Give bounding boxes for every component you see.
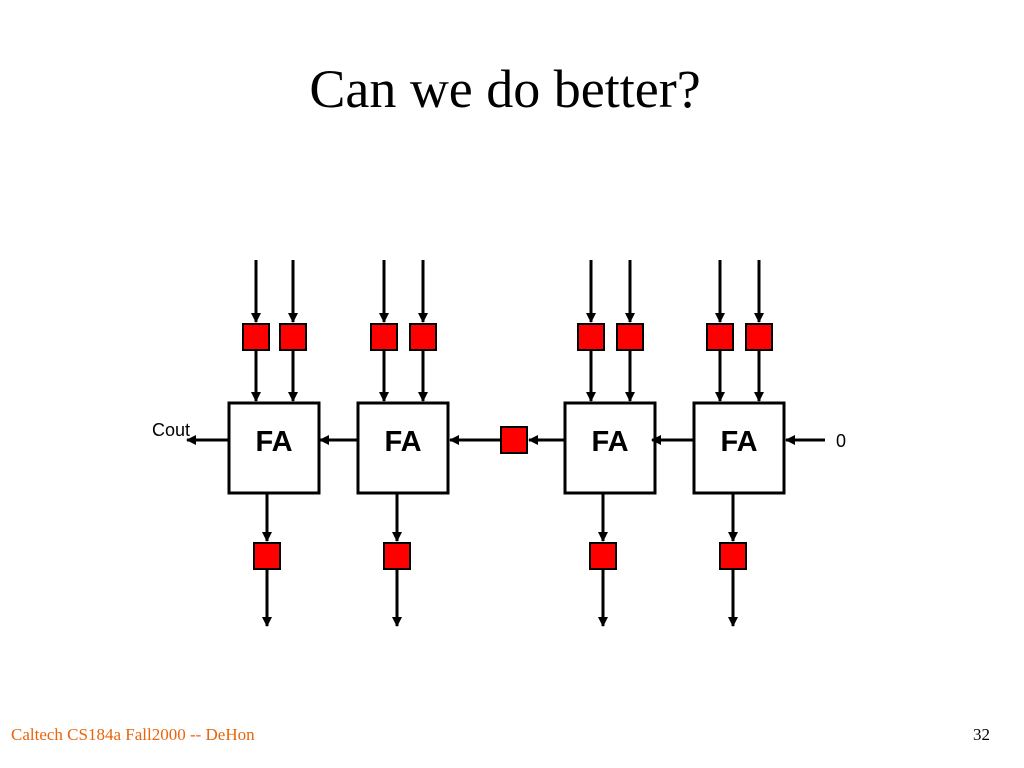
full-adder-box xyxy=(356,401,450,495)
full-adder-label: FA xyxy=(720,426,757,458)
slide-title: Can we do better? xyxy=(309,59,701,119)
full-adder-box xyxy=(692,401,786,495)
output-register xyxy=(253,542,281,570)
carry-register xyxy=(500,426,528,454)
input-register xyxy=(616,323,644,351)
slide-number: 32 xyxy=(973,725,990,744)
carry-in-label: 0 xyxy=(836,431,846,451)
output-register xyxy=(719,542,747,570)
input-register xyxy=(242,323,270,351)
input-register xyxy=(577,323,605,351)
input-register xyxy=(706,323,734,351)
input-register xyxy=(279,323,307,351)
footer-course-label: Caltech CS184a Fall2000 -- DeHon xyxy=(11,725,255,744)
input-register xyxy=(370,323,398,351)
full-adder-label: FA xyxy=(591,426,628,458)
full-adder-label: FA xyxy=(384,426,421,458)
full-adder-label: FA xyxy=(255,426,292,458)
input-register xyxy=(745,323,773,351)
input-register xyxy=(409,323,437,351)
output-register xyxy=(383,542,411,570)
output-register xyxy=(589,542,617,570)
full-adder-box xyxy=(227,401,321,495)
full-adder-box xyxy=(563,401,657,495)
carry-out-label: Cout xyxy=(152,420,190,440)
